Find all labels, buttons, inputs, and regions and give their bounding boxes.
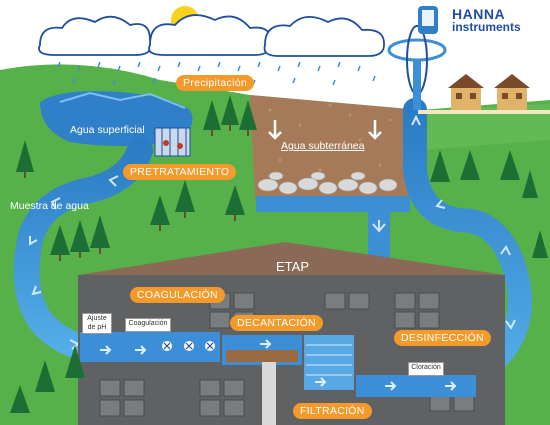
filtration-tank (304, 335, 354, 390)
label-desinfeccion: DESINFECCIÓN (394, 330, 491, 346)
label-etap: ETAP (276, 259, 309, 274)
brand-line2: instruments (452, 20, 521, 34)
label-muestra-agua: Muestra de agua (10, 200, 89, 212)
houses (418, 74, 550, 114)
label-pretratamiento: PRETRATAMIENTO (123, 164, 237, 180)
rock-layer (257, 171, 398, 195)
coagulation-tank (80, 332, 220, 362)
tree-icon (10, 95, 548, 413)
disinfection-channel (356, 375, 476, 397)
screen-icon (154, 127, 191, 157)
label-agua-subterranea: Agua subterránea (281, 140, 365, 152)
lake (40, 91, 193, 146)
label-agua-superficial: Agua superficial (70, 124, 145, 136)
brand-line1: HANNA (452, 6, 506, 22)
label-decantacion: DECANTACIÓN (230, 315, 323, 331)
label-filtracion: FILTRACIÓN (293, 403, 372, 419)
infiltration-arrows (268, 120, 382, 140)
water-tower-icon (387, 25, 447, 110)
cloud-icon (38, 14, 385, 57)
soil-layer (250, 95, 420, 200)
label-coagulacion: COAGULACIÓN (130, 287, 225, 303)
box-coagulacion: Coagulación (125, 318, 171, 332)
box-cloracion: Cloración (408, 362, 444, 376)
label-precipitacion: Precipitación (176, 75, 255, 91)
brand-logo: HANNA instruments (452, 6, 544, 36)
box-ajuste-ph: Ajuste de pH (82, 313, 112, 334)
